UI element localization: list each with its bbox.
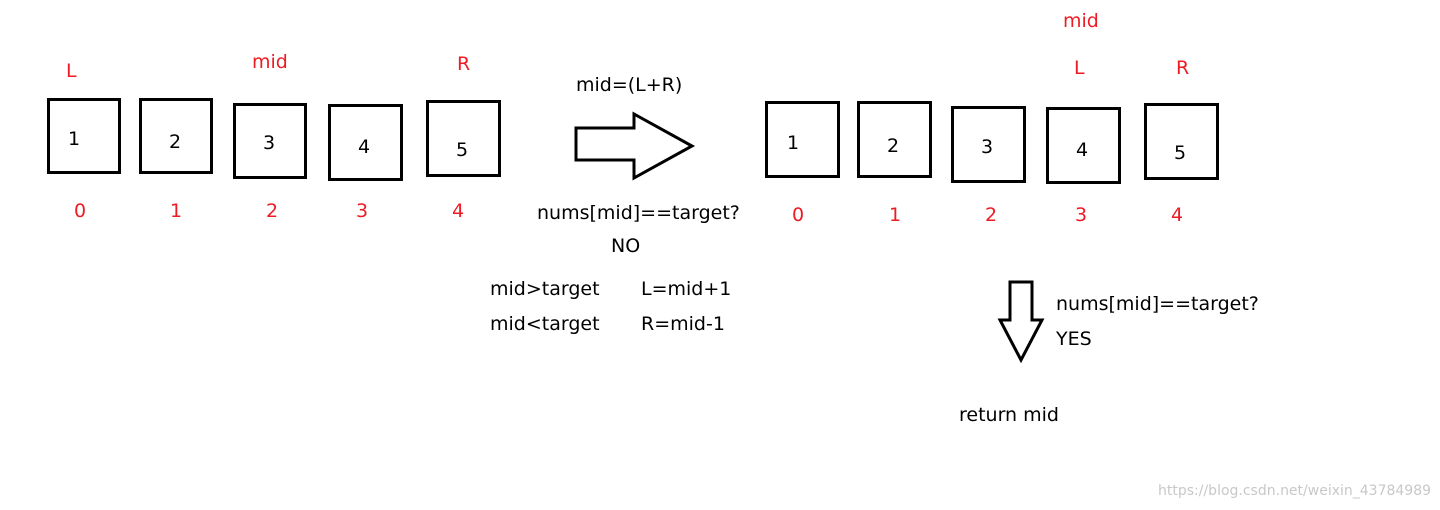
pointer-R-right: R bbox=[1176, 57, 1190, 79]
array-box-left-2: 3 bbox=[233, 103, 307, 179]
array-box-left-4: 5 bbox=[426, 100, 501, 177]
index-right-4: 4 bbox=[1171, 204, 1184, 226]
box-value: 4 bbox=[358, 136, 371, 158]
box-value: 4 bbox=[1076, 139, 1089, 161]
check-question: nums[mid]==target? bbox=[537, 202, 740, 224]
return-statement: return mid bbox=[959, 404, 1059, 426]
rule-cond-1: mid<target bbox=[490, 313, 600, 335]
final-question: nums[mid]==target? bbox=[1056, 293, 1259, 315]
index-right-0: 0 bbox=[792, 204, 805, 226]
box-value: 2 bbox=[887, 135, 900, 157]
index-left-2: 2 bbox=[266, 200, 279, 222]
box-value: 1 bbox=[787, 132, 800, 154]
index-right-3: 3 bbox=[1075, 204, 1088, 226]
index-left-0: 0 bbox=[74, 200, 87, 222]
box-value: 2 bbox=[169, 131, 182, 153]
down-arrow bbox=[997, 280, 1045, 364]
rule-cond-0: mid>target bbox=[490, 278, 600, 300]
final-answer: YES bbox=[1056, 328, 1092, 350]
rule-action-0: L=mid+1 bbox=[641, 278, 732, 300]
index-left-3: 3 bbox=[356, 200, 369, 222]
box-value: 1 bbox=[68, 128, 81, 150]
array-box-right-0: 1 bbox=[765, 101, 840, 178]
index-left-4: 4 bbox=[452, 200, 465, 222]
array-box-right-1: 2 bbox=[857, 101, 932, 178]
pointer-L-left: L bbox=[66, 60, 77, 82]
array-box-left-0: 1 bbox=[47, 98, 121, 174]
check-answer: NO bbox=[611, 235, 641, 257]
pointer-mid-left: mid bbox=[252, 51, 288, 73]
index-left-1: 1 bbox=[170, 200, 183, 222]
watermark: https://blog.csdn.net/weixin_43784989 bbox=[1158, 483, 1432, 499]
rule-action-1: R=mid-1 bbox=[641, 313, 725, 335]
box-value: 3 bbox=[981, 136, 994, 158]
array-box-right-3: 4 bbox=[1046, 107, 1121, 184]
array-box-right-4: 5 bbox=[1144, 103, 1219, 180]
array-box-left-1: 2 bbox=[139, 98, 213, 174]
pointer-L-right: L bbox=[1074, 57, 1085, 79]
box-value: 5 bbox=[456, 139, 469, 161]
box-value: 5 bbox=[1174, 142, 1187, 164]
pointer-R-left: R bbox=[457, 53, 471, 75]
index-right-1: 1 bbox=[889, 204, 902, 226]
array-box-right-2: 3 bbox=[951, 106, 1026, 183]
array-box-left-3: 4 bbox=[328, 104, 403, 181]
box-value: 3 bbox=[263, 132, 276, 154]
pointer-mid-right: mid bbox=[1063, 10, 1099, 32]
index-right-2: 2 bbox=[985, 204, 998, 226]
mid-formula: mid=(L+R) bbox=[576, 74, 683, 96]
right-arrow bbox=[574, 111, 696, 181]
